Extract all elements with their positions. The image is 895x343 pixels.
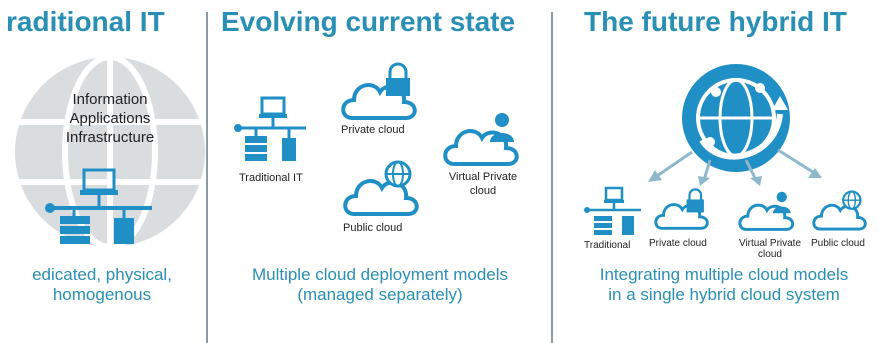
future-public-cloud-icon bbox=[812, 190, 867, 231]
caption-traditional: edicated, physical, homogenous bbox=[0, 265, 204, 305]
arrow-to-traditional bbox=[653, 150, 693, 180]
label-private-cloud: Private cloud bbox=[341, 124, 405, 136]
future-traditional-server-icon bbox=[584, 186, 641, 235]
heading-traditional-it: raditional IT bbox=[6, 6, 165, 37]
arrow-to-private bbox=[702, 159, 712, 181]
future-label-virtual-private: Virtual Private cloud bbox=[733, 238, 807, 260]
future-label-public-cloud: Public cloud bbox=[811, 238, 865, 249]
future-private-cloud-icon bbox=[654, 188, 709, 230]
background-globe-icon bbox=[15, 54, 205, 250]
label-traditional-it: Traditional IT bbox=[239, 172, 303, 184]
stack-applications: Applications bbox=[69, 110, 151, 127]
future-label-traditional: Traditional bbox=[584, 240, 631, 251]
caption-evolving: Multiple cloud deployment models (manage… bbox=[212, 265, 548, 305]
stack-information: Information bbox=[72, 91, 148, 108]
public-cloud-icon bbox=[343, 160, 419, 216]
caption-future-line2: in a single hybrid cloud system bbox=[608, 285, 840, 304]
caption-traditional-line2: homogenous bbox=[52, 285, 152, 304]
future-label-private-cloud: Private cloud bbox=[649, 238, 707, 249]
arrow-to-public bbox=[777, 148, 817, 176]
hybrid-globe-icon bbox=[682, 64, 790, 172]
divider-left bbox=[206, 12, 208, 343]
divider-right bbox=[551, 12, 553, 343]
arrow-to-virtual bbox=[744, 159, 758, 181]
heading-evolving-current-state: Evolving current state bbox=[221, 6, 516, 37]
caption-future: Integrating multiple cloud models in a s… bbox=[556, 265, 892, 305]
label-virtual-private-cloud: Virtual Private cloud bbox=[442, 170, 524, 198]
label-public-cloud: Public cloud bbox=[343, 222, 403, 234]
label-virtual-private-line2: cloud bbox=[469, 185, 497, 197]
distribution-arrows bbox=[648, 148, 822, 186]
server-network-icon bbox=[45, 168, 152, 244]
caption-traditional-line1: edicated, physical, bbox=[32, 265, 172, 284]
caption-evolving-line1: Multiple cloud deployment models bbox=[251, 265, 509, 284]
virtual-private-cloud-icon bbox=[443, 113, 519, 166]
future-virtual-private-cloud-icon bbox=[738, 191, 795, 231]
heading-future-hybrid-it: The future hybrid IT bbox=[584, 6, 847, 37]
label-virtual-private-line1: Virtual Private bbox=[448, 171, 518, 183]
caption-evolving-line2: (managed separately) bbox=[297, 285, 463, 304]
stack-infrastructure: Infrastructure bbox=[65, 129, 155, 146]
traditional-it-server-icon bbox=[234, 96, 306, 161]
future-label-virtual-line1: Virtual Private bbox=[738, 238, 802, 249]
caption-future-line1: Integrating multiple cloud models bbox=[599, 265, 849, 284]
future-label-virtual-line2: cloud bbox=[758, 249, 782, 260]
private-cloud-icon bbox=[341, 62, 417, 120]
